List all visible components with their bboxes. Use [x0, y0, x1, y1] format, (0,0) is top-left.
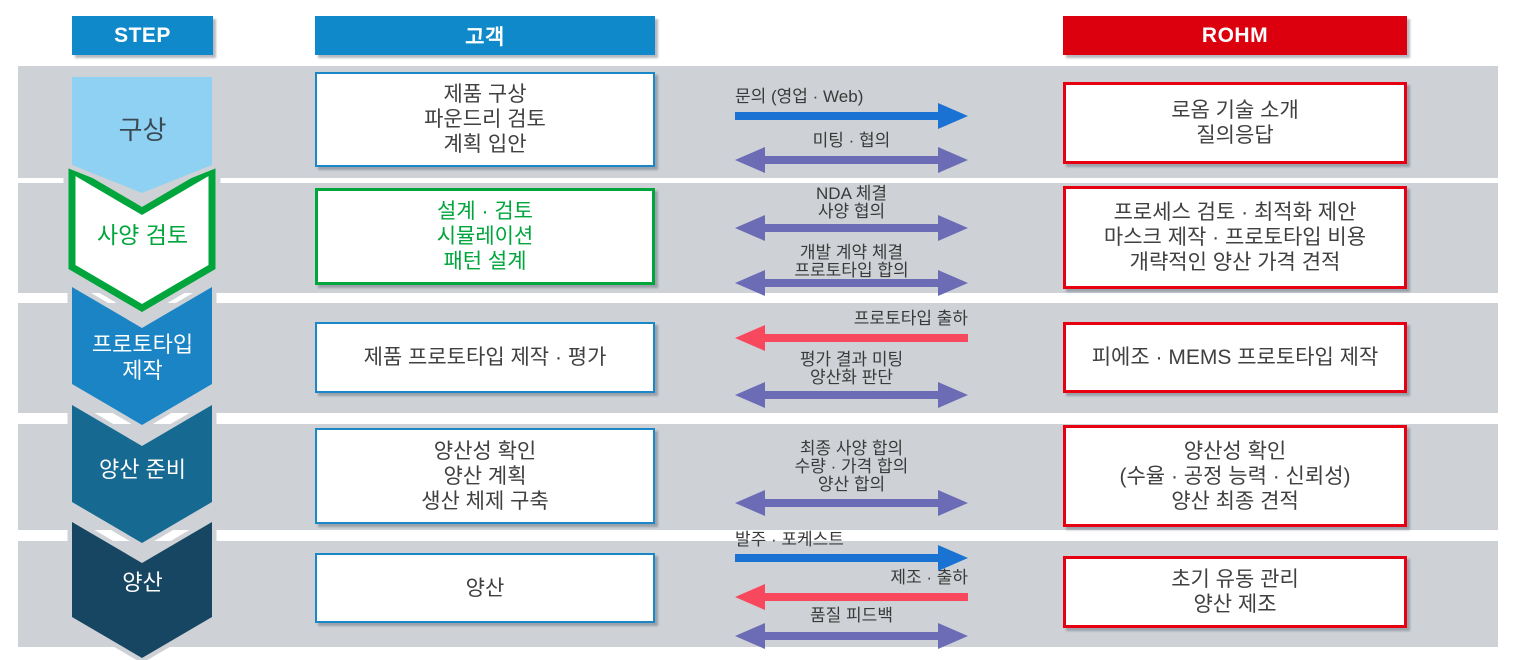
customer-box-row5: 양산 — [315, 553, 655, 623]
rohm-box-line: 피에조 · MEMS 프로토타입 제작 — [1091, 346, 1379, 369]
customer-box-line: 제품 구상 — [443, 83, 527, 106]
header-customer: 고객 — [315, 16, 655, 55]
customer-box-line: 제품 프로토타입 제작 · 평가 — [363, 346, 607, 369]
step-label-line: 양산 — [122, 570, 163, 595]
customer-box-line: 양산 — [465, 576, 505, 600]
arrow-label-line: 발주 · 포케스트 — [735, 530, 844, 549]
step-label-line: 사양 검토 — [96, 222, 189, 248]
step-label-conception: 구상 — [72, 110, 213, 147]
rohm-box-row5: 초기 유동 관리 양산 제조 — [1063, 556, 1407, 628]
arrow-both-icon — [735, 270, 968, 296]
arrow-label-line: 최종 사양 합의 — [799, 439, 904, 458]
customer-box-line: 패턴 설계 — [443, 250, 527, 273]
rohm-box-line: 로옴 기술 소개 — [1171, 99, 1299, 122]
customer-box-line: 양산 계획 — [443, 464, 527, 488]
customer-box-line: 시뮬레이션 — [436, 225, 534, 248]
step-label-mass-production-prep: 양산 준비 — [72, 452, 213, 484]
arrow-label-line: 수량 · 가격 합의 — [794, 457, 909, 476]
chevron-conception — [67, 72, 217, 198]
arrow-label: NDA 체결 사양 협의 — [735, 185, 968, 221]
arrow-both-icon — [735, 215, 968, 241]
customer-box-row1: 제품 구상 파운드리 검토 계획 입안 — [315, 72, 655, 167]
step-label-line: 구상 — [118, 115, 167, 145]
arrow-label-line: 개발 계약 체결 — [799, 243, 904, 262]
customer-box-line: 양산성 확인 — [433, 439, 537, 463]
arrow-left-icon — [735, 325, 968, 351]
customer-box-row3: 제품 프로토타입 제작 · 평가 — [315, 322, 655, 393]
arrow-label-line: 프로토타입 합의 — [794, 261, 909, 280]
rohm-box-line: 양산 제조 — [1193, 593, 1277, 616]
rohm-box-line: 프로세스 검토 · 최적화 제안 — [1113, 201, 1357, 224]
arrow-both-icon — [735, 623, 968, 649]
step-label-line: 제작 — [122, 358, 163, 383]
chevron-mass-production-prep — [67, 397, 217, 549]
customer-box-line: 파운드리 검토 — [424, 108, 546, 131]
chevron-prototype-fab — [67, 279, 217, 431]
arrow-label-line: 사양 협의 — [817, 202, 886, 221]
arrow-label: 평가 결과 미팅 양산화 판단 — [735, 351, 968, 387]
rohm-box-line: 양산 최종 견적 — [1171, 489, 1299, 513]
rohm-box-line: 질의응답 — [1196, 124, 1274, 147]
arrow-label: 제조 · 출하 — [735, 569, 968, 587]
step-label-line: 양산 준비 — [98, 457, 187, 482]
arrow-right-icon — [735, 103, 968, 129]
rohm-box-row1: 로옴 기술 소개 질의응답 — [1063, 82, 1407, 164]
arrow-right-icon — [735, 545, 968, 571]
arrow-both-icon — [735, 382, 968, 408]
arrow-left-icon — [735, 584, 968, 610]
step-flow-chevrons — [63, 72, 221, 660]
rohm-box-line: 개략적인 양산 가격 견적 — [1129, 251, 1341, 274]
rohm-box-line: (수율 · 공정 능력 · 신뢰성) — [1119, 464, 1351, 488]
arrow-label: 발주 · 포케스트 — [735, 531, 968, 549]
step-label-line: 프로토타입 — [91, 332, 194, 357]
rohm-box-row2: 프로세스 검토 · 최적화 제안 마스크 제작 · 프로토타입 비용 개략적인 … — [1063, 186, 1407, 289]
arrow-label-line: 프로토타입 출하 — [853, 309, 968, 328]
arrow-both-icon — [735, 147, 968, 173]
arrow-label: 최종 사양 합의 수량 · 가격 합의 양산 합의 — [735, 440, 968, 494]
arrow-label: 문의 (영업 · Web) — [735, 88, 968, 106]
arrow-label-line: 문의 (영업 · Web) — [735, 87, 864, 106]
arrow-label-line: 양산 합의 — [817, 475, 886, 494]
customer-box-row2: 설계 · 검토 시뮬레이션 패턴 설계 — [315, 188, 655, 285]
step-label-spec-review: 사양 검토 — [72, 216, 213, 250]
rohm-box-row3: 피에조 · MEMS 프로토타입 제작 — [1063, 322, 1407, 393]
rohm-box-line: 마스크 제작 · 프로토타입 비용 — [1103, 226, 1367, 249]
arrow-label: 프로토타입 출하 — [735, 310, 968, 328]
arrow-label: 개발 계약 체결 프로토타입 합의 — [735, 244, 968, 280]
arrow-label-line: 양산화 판단 — [810, 368, 893, 387]
chevron-spec-review-border — [68, 163, 216, 313]
step-label-mass-production: 양산 — [72, 565, 213, 597]
arrow-label: 미팅 · 협의 — [735, 132, 968, 150]
arrow-label-line: 제조 · 출하 — [890, 568, 968, 587]
customer-box-line: 계획 입안 — [443, 133, 527, 156]
rohm-box-row4: 양산성 확인 (수율 · 공정 능력 · 신뢰성) 양산 최종 견적 — [1063, 425, 1407, 527]
arrow-label: 품질 피드백 — [735, 607, 968, 625]
arrow-label-line: 미팅 · 협의 — [812, 131, 891, 150]
step-label-prototype-fab: 프로토타입 제작 — [72, 332, 213, 384]
customer-box-line: 설계 · 검토 — [437, 200, 533, 223]
header-rohm: ROHM — [1063, 16, 1407, 55]
header-step: STEP — [72, 16, 213, 55]
customer-box-line: 생산 체제 구축 — [421, 489, 549, 513]
rohm-box-line: 양산성 확인 — [1183, 439, 1287, 463]
customer-box-row4: 양산성 확인 양산 계획 생산 체제 구축 — [315, 428, 655, 524]
arrow-label-line: 품질 피드백 — [810, 606, 893, 625]
arrow-label-line: NDA 체결 — [816, 184, 887, 203]
arrow-both-icon — [735, 490, 968, 516]
chevron-mass-production — [67, 514, 217, 660]
rohm-box-line: 초기 유동 관리 — [1171, 568, 1299, 591]
arrow-label-line: 평가 결과 미팅 — [799, 350, 904, 369]
